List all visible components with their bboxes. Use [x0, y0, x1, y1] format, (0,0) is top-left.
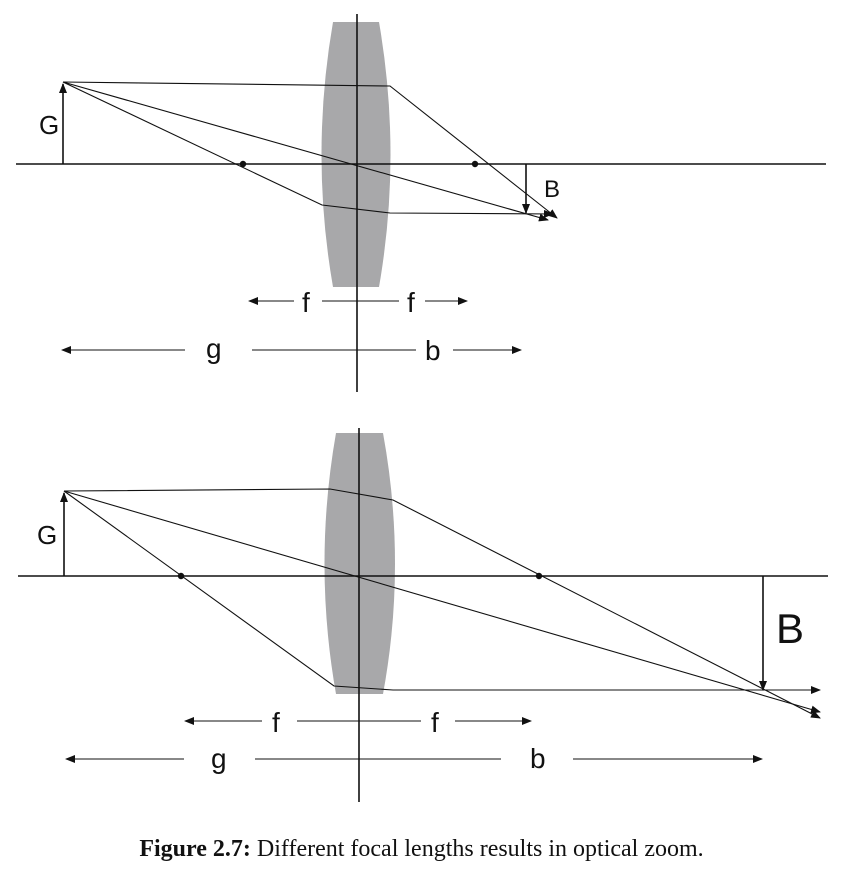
focal-point-left-bottom [177, 572, 185, 580]
ray-focal-top [62, 81, 554, 218]
focal-label-right-bottom: f [431, 707, 439, 738]
image-distance-label-top: b [425, 335, 441, 366]
object-distance-label-bottom: g [211, 743, 227, 774]
lens-top [321, 22, 391, 287]
image-distance-label-bottom: b [530, 743, 546, 774]
focal-point-right-top [471, 160, 479, 168]
figure-caption: Figure 2.7: Different focal lengths resu… [0, 836, 843, 863]
ray-center-top [62, 81, 549, 222]
object-label-bottom: G [37, 520, 57, 550]
focal-point-left-top [239, 160, 247, 168]
focal-point-right-bottom [535, 572, 543, 580]
diagram-bottom [18, 428, 828, 802]
object-label-top: G [39, 110, 59, 140]
ray-center-bottom [63, 490, 821, 714]
focal-label-left-top: f [302, 287, 310, 318]
caption-text: Different focal lengths results in optic… [250, 836, 704, 862]
ray-parallel-top [62, 81, 558, 219]
caption-label: Figure 2.7: [139, 836, 251, 862]
focal-label-left-bottom: f [272, 707, 280, 738]
image-label-top: B [544, 176, 560, 203]
ray-focal-bottom [63, 490, 821, 694]
object-distance-label-top: g [206, 333, 222, 364]
diagram-top [16, 14, 826, 392]
focal-label-right-top: f [407, 287, 415, 318]
ray-parallel-bottom [63, 488, 821, 719]
image-label-bottom: B [776, 605, 804, 652]
